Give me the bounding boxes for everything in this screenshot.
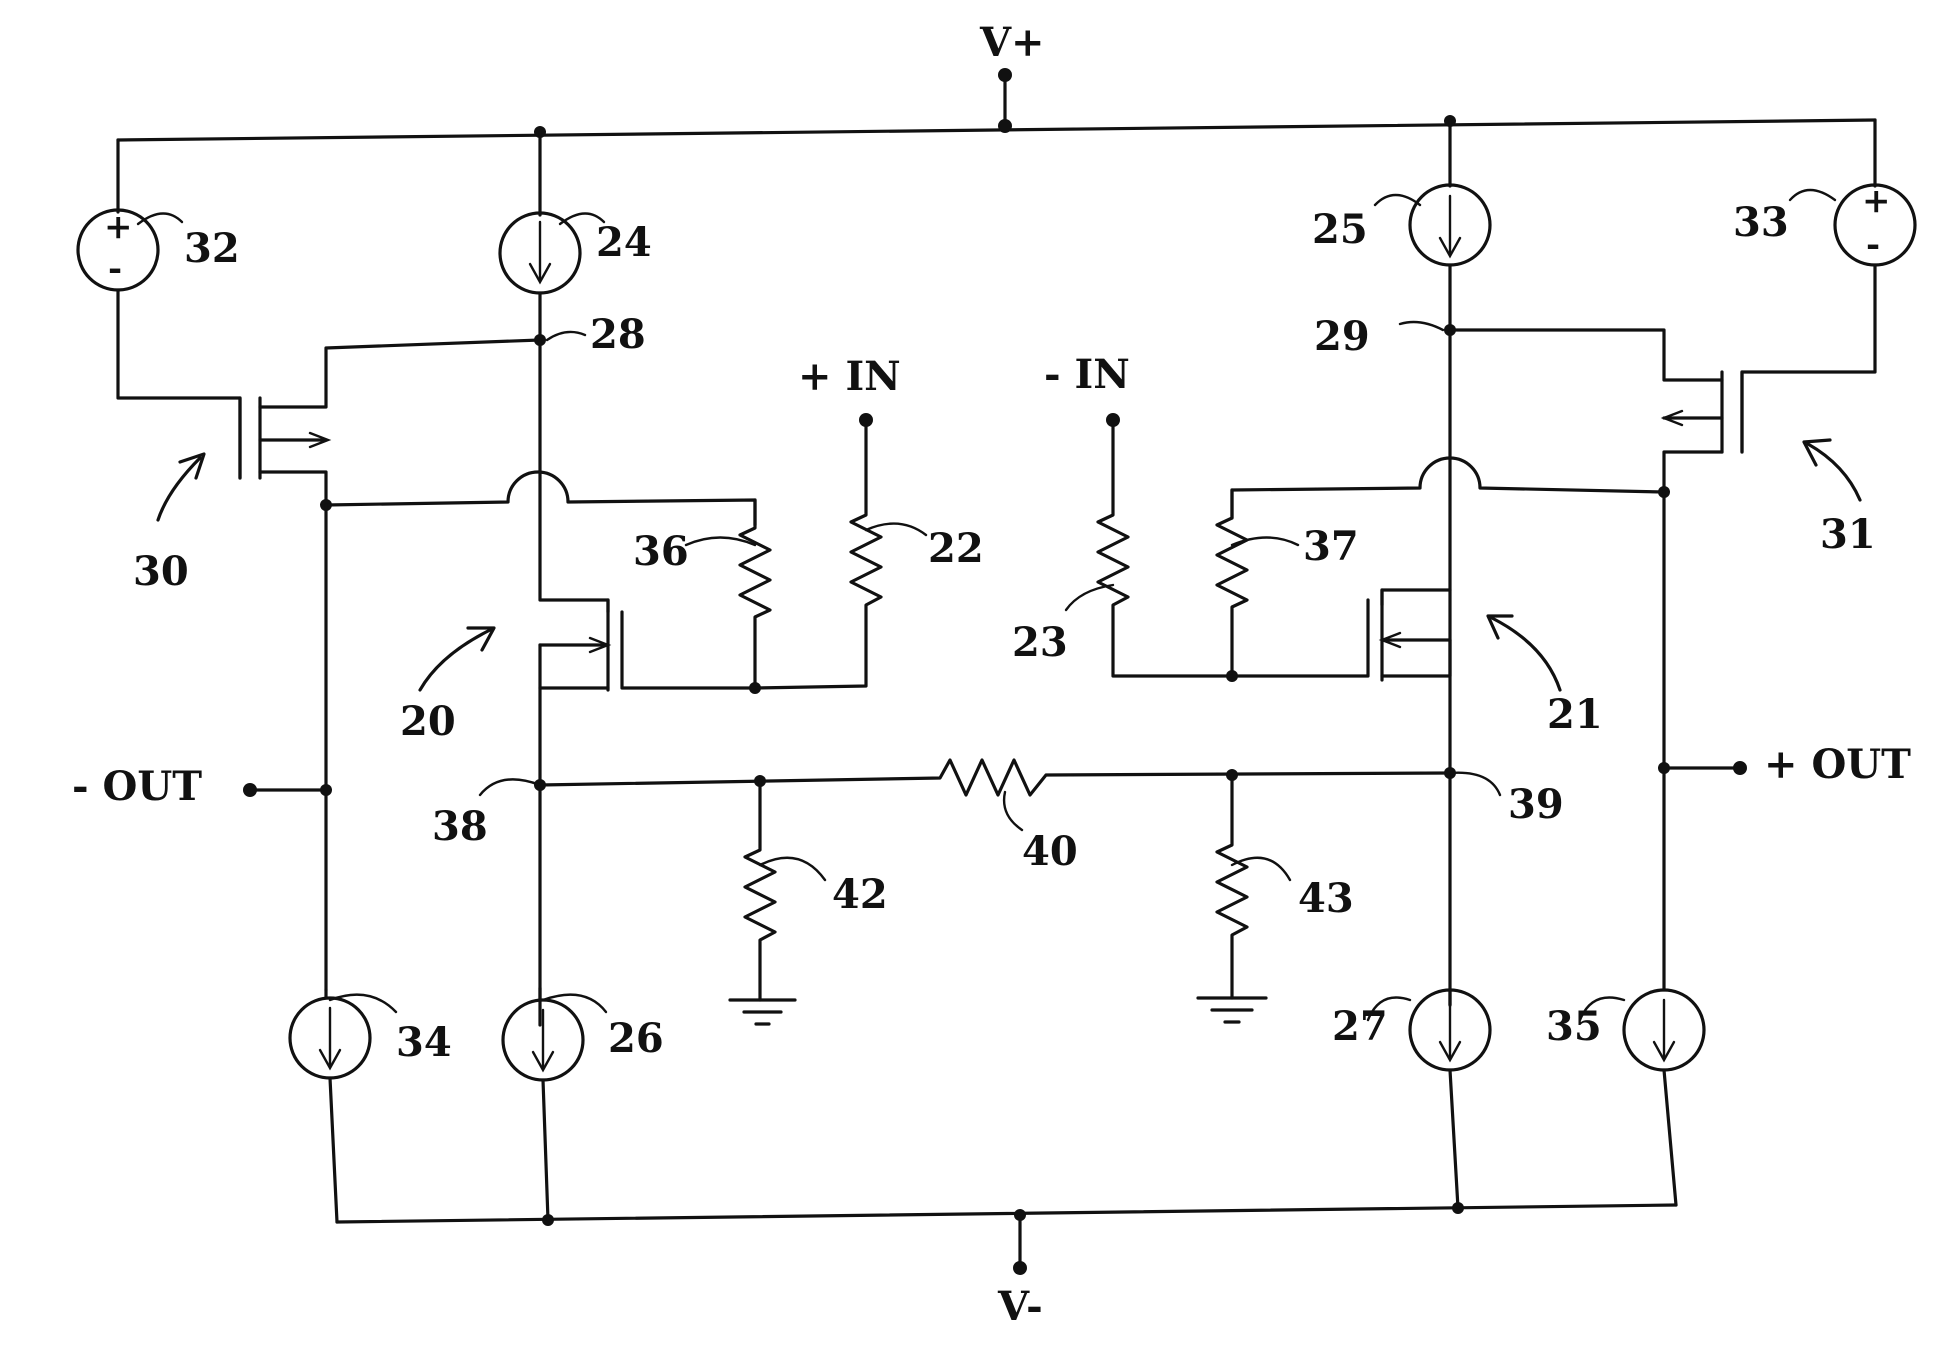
- minus-out-label: - OUT: [72, 763, 202, 810]
- ref-43: 43: [1298, 875, 1354, 922]
- ref-38: 38: [432, 803, 488, 850]
- vminus-rail: [335, 1202, 1678, 1275]
- ref-25: 25: [1312, 206, 1368, 253]
- ref-42: 42: [832, 871, 888, 918]
- source-33-minus-sign: -: [1866, 225, 1880, 265]
- source-32-minus-sign: -: [108, 249, 122, 289]
- minus-in-label: - IN: [1044, 351, 1130, 398]
- resistor-43: [1215, 773, 1249, 1000]
- ref-21: 21: [1547, 691, 1603, 738]
- resistor-22: [753, 413, 883, 690]
- current-source-27: [1408, 988, 1492, 1210]
- arrow-21: [1486, 614, 1562, 692]
- left-crossover-wire: [324, 338, 757, 614]
- ref-27: 27: [1332, 1003, 1388, 1050]
- transistor-30: [238, 338, 542, 511]
- current-source-34: [288, 988, 372, 1224]
- transistor-21: [1230, 588, 1452, 1007]
- resistor-40: [534, 758, 1456, 797]
- ref-28: 28: [590, 311, 646, 358]
- arrow-30: [156, 452, 206, 522]
- ref-33: 33: [1733, 199, 1789, 246]
- minus-out-line: [243, 503, 332, 992]
- resistor-37: [1215, 488, 1249, 682]
- ref-26: 26: [608, 1015, 664, 1062]
- current-source-35: [1622, 988, 1706, 1207]
- ref-24: 24: [596, 219, 652, 266]
- right-crossover-wire: [1230, 328, 1666, 607]
- voltage-source-33: + -: [1740, 118, 1917, 454]
- plus-out-line: [1658, 490, 1747, 992]
- transistor-31: [1448, 328, 1744, 498]
- ground-icon-left: [728, 998, 797, 1026]
- arrow-31: [1802, 438, 1862, 502]
- ground-icon-right: [1196, 996, 1268, 1024]
- ref-36: 36: [633, 528, 689, 575]
- resistor-36: [738, 498, 772, 694]
- plus-in-label: + IN: [798, 353, 901, 400]
- plus-out-label: + OUT: [1764, 741, 1911, 788]
- vplus-rail: [116, 68, 1877, 142]
- current-source-26: [501, 986, 585, 1222]
- ref-39: 39: [1508, 781, 1564, 828]
- source-33-plus-sign: +: [1862, 181, 1891, 221]
- ref-32: 32: [184, 225, 240, 272]
- vminus-label: V-: [997, 1283, 1043, 1330]
- vplus-label: V+: [979, 19, 1045, 66]
- ref-40: 40: [1022, 828, 1078, 875]
- arrow-20: [418, 626, 496, 692]
- ref-35: 35: [1546, 1003, 1602, 1050]
- ref-20: 20: [400, 698, 456, 745]
- current-source-25: [1408, 119, 1492, 336]
- ref-31: 31: [1820, 511, 1876, 558]
- ref-22: 22: [928, 525, 984, 572]
- ref-30: 30: [133, 548, 189, 595]
- current-source-24: [498, 130, 582, 346]
- ref-23: 23: [1012, 619, 1068, 666]
- voltage-source-32: + -: [76, 138, 242, 480]
- resistor-23: [1096, 413, 1234, 678]
- resistor-42: [743, 779, 777, 1002]
- ref-37: 37: [1303, 523, 1359, 570]
- ref-34: 34: [396, 1019, 452, 1066]
- source-32-plus-sign: +: [104, 207, 133, 247]
- leader-lines: [136, 188, 1837, 1022]
- transistor-20: [538, 598, 757, 1027]
- ref-29: 29: [1314, 313, 1370, 360]
